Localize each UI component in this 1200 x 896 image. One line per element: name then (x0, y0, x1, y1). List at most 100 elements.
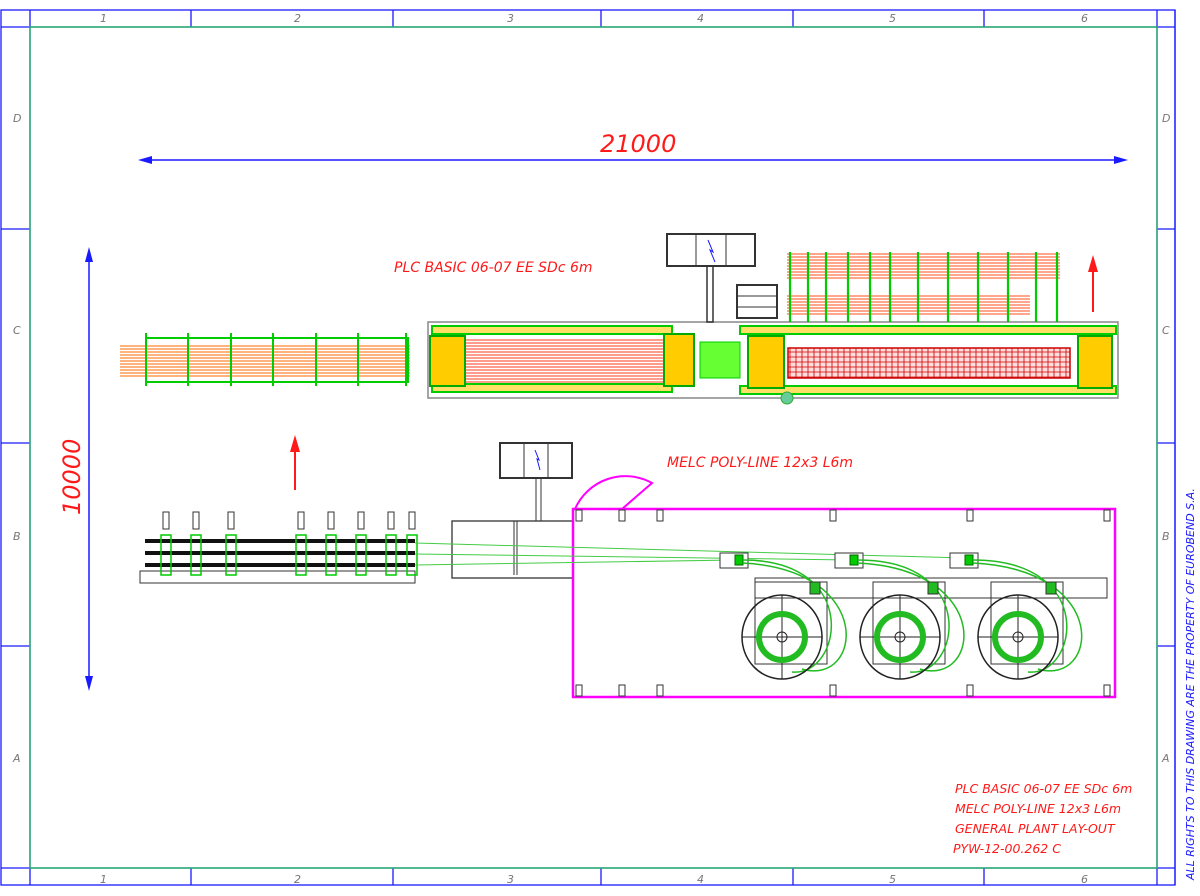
roll-stand (295, 534, 307, 576)
reel-hub (1012, 631, 1024, 643)
roll-stand (225, 534, 237, 576)
enclosure-post (618, 684, 626, 697)
column-label: 2 (294, 873, 301, 886)
roll-stand (385, 534, 397, 576)
top-control-cabinet (666, 233, 778, 323)
column-label: 3 (507, 873, 514, 886)
wire-path (972, 562, 1083, 672)
inner-border (29, 26, 1158, 869)
column-label: 5 (889, 873, 896, 886)
copyright-notice: ALL RIGHTS TO THIS DRAWING ARE THE PROPE… (1184, 488, 1197, 881)
title-line-2: MELC POLY-LINE 12x3 L6m (955, 801, 1121, 816)
column-label: 5 (889, 12, 896, 25)
bottom-control-cabinet (451, 442, 574, 579)
roll-stand-post (162, 511, 170, 530)
payoff-guide (927, 581, 939, 595)
column-label: 1 (100, 12, 107, 25)
wire-path (742, 562, 847, 672)
roll-stand (325, 534, 337, 576)
bottom-machine-label: MELC POLY-LINE 12x3 L6m (667, 455, 853, 471)
welding-line-machine (427, 321, 1119, 405)
title-line-1: PLC BASIC 06-07 EE SDc 6m (955, 781, 1132, 796)
enclosure-post (656, 509, 664, 522)
enclosure-post (966, 509, 974, 522)
roll-stand (160, 534, 172, 576)
arrowhead-left-icon (138, 156, 152, 164)
row-label: D (1162, 112, 1170, 125)
reel-hub (776, 631, 788, 643)
electric-hazard-icon (707, 239, 716, 263)
wire (414, 542, 966, 559)
arrowhead-right-icon (1114, 156, 1128, 164)
wire-guide-roller (734, 554, 744, 566)
column-label: 4 (697, 12, 704, 25)
roll-stand-post (297, 511, 305, 530)
column-label: 4 (697, 873, 704, 886)
enclosure-post (1103, 684, 1111, 697)
electric-hazard-icon (534, 449, 541, 471)
enclosure-post (656, 684, 664, 697)
roll-stand-post (227, 511, 235, 530)
width-dimension: 21000 (138, 130, 1128, 164)
row-label: C (1162, 324, 1170, 337)
enclosure-post (829, 684, 837, 697)
wire-guide-roller (964, 554, 974, 566)
payoff-enclosure (414, 475, 1117, 699)
column-label: 3 (507, 12, 514, 25)
flow-direction-arrow-icon (290, 435, 300, 490)
roll-stand-post (387, 511, 395, 530)
wire (414, 553, 851, 561)
enclosure-post (966, 684, 974, 697)
enclosure-post (575, 684, 583, 697)
row-label: C (13, 324, 21, 337)
row-label: A (1161, 752, 1170, 765)
enclosure-post (618, 509, 626, 522)
roll-stand-post (327, 511, 335, 530)
column-label: 1 (100, 873, 107, 886)
roll-stand-post (357, 511, 365, 530)
payoff-guide (1045, 581, 1057, 595)
enclosure-post (1103, 509, 1111, 522)
row-label: B (13, 530, 21, 543)
width-dimension-value: 21000 (600, 130, 676, 158)
wire-coil (992, 611, 1044, 663)
height-dimension: 10000 (58, 247, 93, 691)
title-block: PLC BASIC 06-07 EE SDc 6m MELC POLY-LINE… (953, 781, 1132, 856)
wire-coil (756, 611, 808, 663)
height-dimension-value: 10000 (58, 439, 86, 515)
roll-stand (190, 534, 202, 576)
reel-hub (894, 631, 906, 643)
wire-coil (874, 611, 926, 663)
payoff-guide (809, 581, 821, 595)
zone-dividers (1, 10, 1175, 885)
row-label: B (1162, 530, 1170, 543)
enclosure-post (575, 509, 583, 522)
column-label: 2 (294, 12, 301, 25)
roll-stand (355, 534, 367, 576)
output-stacker-rack (787, 252, 1060, 322)
row-label: A (12, 752, 21, 765)
column-label: 6 (1081, 873, 1088, 886)
payoff-stand (872, 581, 946, 665)
roll-straightener-stands (139, 511, 418, 584)
wire-path (857, 562, 965, 672)
column-label: 6 (1081, 12, 1088, 25)
enclosure-post (829, 509, 837, 522)
flow-direction-arrow-icon (1088, 255, 1098, 312)
sheet-frame (0, 9, 1176, 886)
wire (414, 559, 736, 566)
roll-stand-post (192, 511, 200, 530)
payoff-stand (754, 581, 828, 665)
wire-guide-roller (849, 554, 859, 566)
drawing-number: PYW-12-00.262 C (953, 841, 1061, 856)
arrowhead-up-icon (85, 247, 93, 262)
arrowhead-down-icon (85, 676, 93, 691)
title-line-3: GENERAL PLANT LAY-OUT (955, 821, 1116, 836)
infeed-conveyor (120, 333, 410, 386)
roll-stand (406, 534, 418, 576)
payoff-stand (990, 581, 1064, 665)
mesh-grid (787, 347, 1071, 379)
row-label: D (13, 112, 21, 125)
